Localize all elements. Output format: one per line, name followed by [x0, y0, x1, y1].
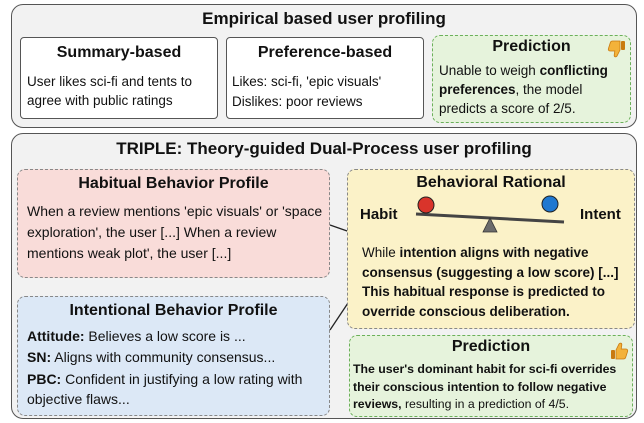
bottom-prediction-title: Prediction [451, 338, 531, 355]
bottom-prediction-text: The user's dominant habit for sci-fi ove… [353, 362, 617, 411]
intentional-row-sn: SN: Aligns with community consensus... [27, 349, 276, 365]
rational-title: Behavioral Rational [416, 174, 566, 191]
preference-box [226, 37, 424, 119]
intent-label: Intent [580, 206, 621, 223]
intentional-title: Intentional Behavior Profile [69, 302, 278, 319]
thumbs-up-icon [611, 342, 629, 360]
summary-text: User likes sci-fi and tents to agree wit… [27, 74, 193, 108]
habitual-box [17, 169, 330, 278]
top-prediction-title: Prediction [492, 38, 571, 55]
habitual-title: Habitual Behavior Profile [78, 175, 269, 192]
thumbs-down-icon [607, 40, 625, 58]
intentional-row-pbc: PBC: Confident in justifying a low ratin… [27, 371, 303, 407]
summary-title: Summary-based [56, 44, 182, 61]
summary-box [20, 37, 218, 119]
triple-title: TRIPLE: Theory-guided Dual-Process user … [116, 139, 532, 158]
bottom-prediction-box [349, 335, 633, 417]
empirical-title: Empirical based user profiling [202, 9, 446, 28]
preference-dislikes: Dislikes: poor reviews [232, 94, 363, 109]
intentional-row-attitude: Attitude: Believes a low score is ... [27, 328, 246, 344]
habitual-text: When a review mentions 'epic visuals' or… [27, 203, 323, 261]
rational-text: While intention aligns with negative con… [362, 245, 619, 319]
intentional-box [17, 296, 330, 416]
top-prediction-text: Unable to weigh conflicting preferences,… [439, 63, 608, 116]
rational-box [347, 169, 635, 329]
preference-likes: Likes: sci-fi, 'epic visuals' [232, 74, 382, 89]
top-prediction-box [432, 35, 631, 123]
balance-scale-icon [415, 195, 565, 233]
habit-label: Habit [360, 206, 398, 223]
preference-title: Preference-based [257, 44, 393, 61]
